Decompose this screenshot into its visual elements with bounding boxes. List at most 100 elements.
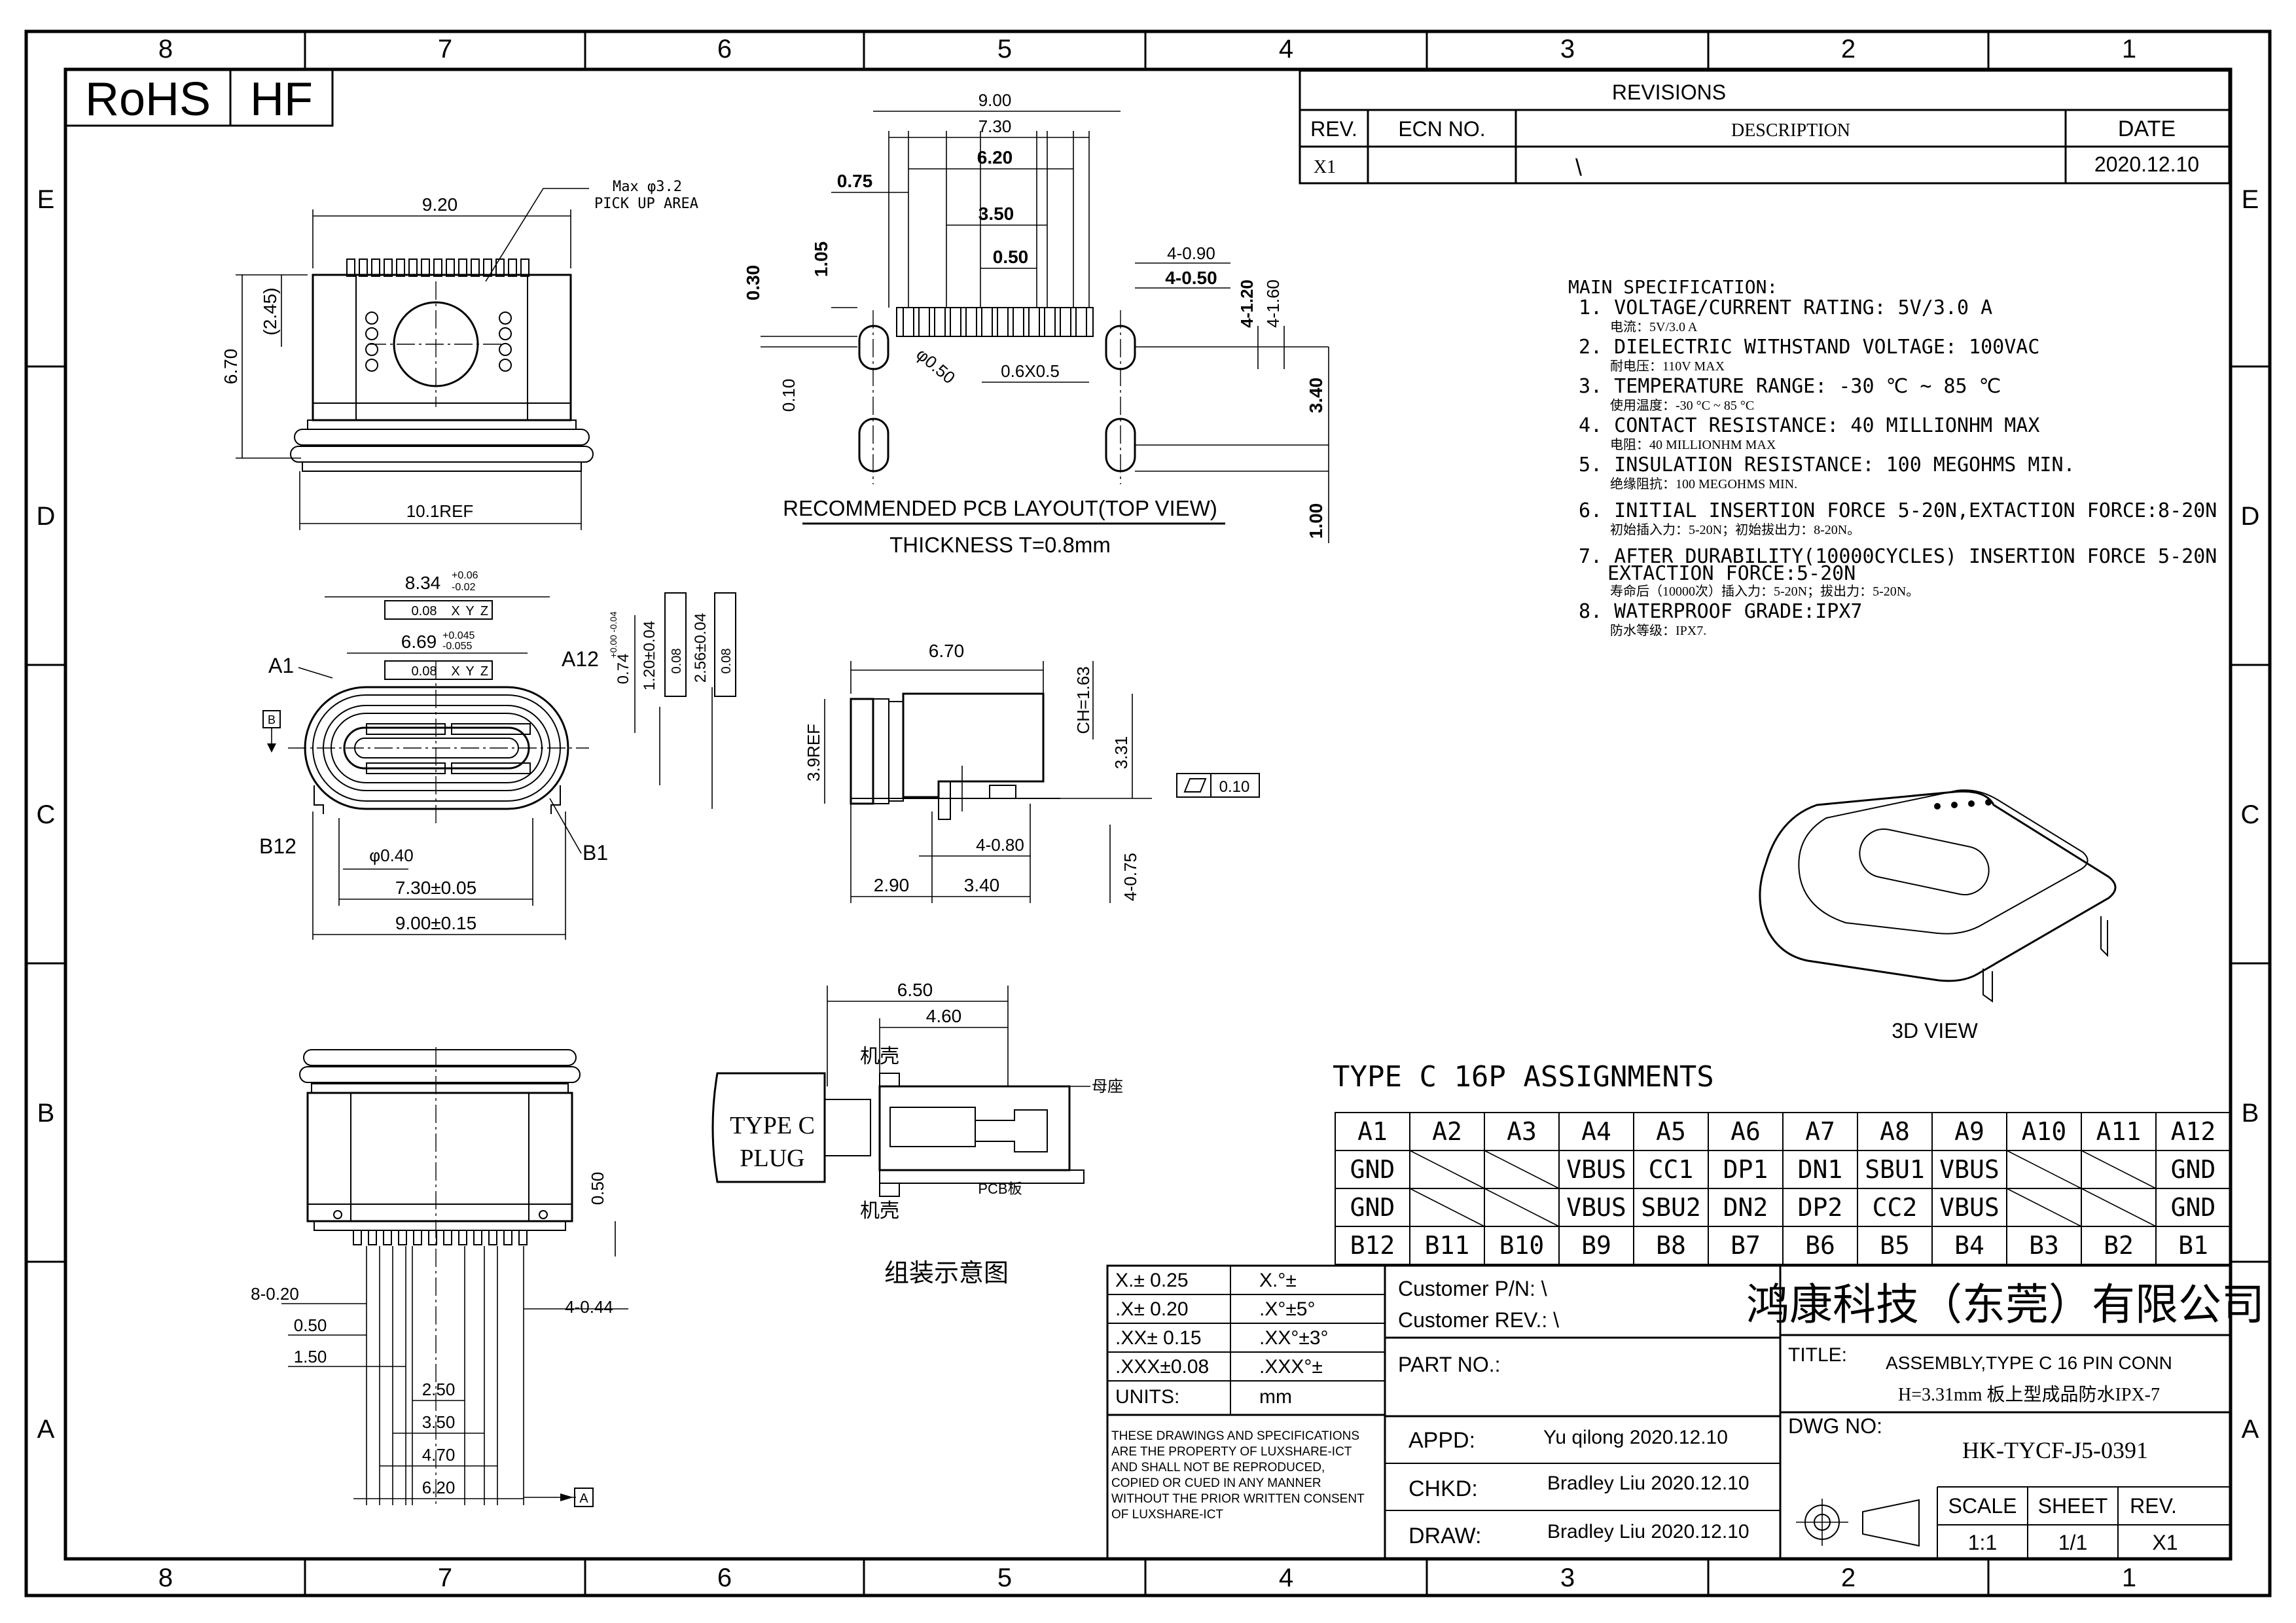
title-line-2: H=3.31mm 板上型成品防水IPX-7	[1898, 1384, 2160, 1405]
pin-cell: DN2	[1723, 1193, 1768, 1222]
revisions-header-description: DESCRIPTION	[1731, 120, 1850, 141]
title-block: X.± 0.25 X.°± .X± 0.20 .X°±5° .XX± 0.15 …	[1106, 1264, 2265, 1560]
spec-item-5: 5. INSULATION RESISTANCE: 100 MEGOHMS MI…	[1579, 454, 2075, 476]
notice-line: OF LUXSHARE-ICT	[1111, 1508, 1223, 1522]
row-zone-left-C: C	[37, 800, 56, 829]
pin-cell: DP1	[1723, 1155, 1768, 1184]
pin-a1-label: A1	[268, 654, 294, 677]
pin-cell: A9	[1954, 1117, 1984, 1146]
part-no: PART NO.:	[1398, 1353, 1500, 1376]
bottom-dim-250: 2.50	[422, 1380, 456, 1399]
pin-cell: VBUS	[1939, 1193, 2000, 1222]
tol-units-value: mm	[1259, 1386, 1292, 1408]
revisions-header-date: DATE	[2118, 116, 2176, 141]
spec-item-3-cn: 使用温度：-30 °C ~ 85 °C	[1610, 398, 1754, 413]
revisions-cell-rev: X1	[1314, 157, 1336, 177]
column-zone-bottom-3: 3	[1560, 1563, 1575, 1592]
spec-item-7: 7. AFTER DURABILITY(10000CYCLES) INSERTI…	[1579, 545, 2217, 568]
pin-cell: GND	[2171, 1155, 2216, 1184]
pin-cell: A8	[1880, 1117, 1910, 1146]
side-dim-290: 2.90	[874, 875, 910, 895]
pickup-area-label2: PICK UP AREA	[594, 196, 698, 212]
pin-cell: A3	[1507, 1117, 1537, 1146]
pin-b1-label: B1	[583, 841, 608, 865]
notice-line: AND SHALL NOT BE REPRODUCED,	[1111, 1461, 1325, 1474]
socket-dim-900: 9.00±0.15	[395, 913, 476, 933]
column-zone-top-6: 6	[717, 35, 732, 63]
spec-item-5-cn: 绝缘阻抗：100 MEGOHMS MIN.	[1610, 476, 1797, 491]
side-view: 6.70 3.9REF CH=1.63 3.31 0.10 4-0.80 2.9…	[804, 641, 1260, 903]
socket-tol-1-y: Y	[465, 604, 474, 618]
spec-item-6-cn: 初始插入力：5-20N；初始拔出力：8-20N。	[1610, 522, 1860, 537]
spec-item-8-cn: 防水等级：IPX7.	[1610, 623, 1706, 638]
pin-cell: A7	[1805, 1117, 1835, 1146]
pin-a12-label: A12	[562, 647, 599, 671]
customer-rev: Customer REV.: \	[1398, 1308, 1559, 1332]
socket-label: 母座	[1092, 1078, 1123, 1096]
column-zone-bottom-2: 2	[1841, 1563, 1856, 1592]
customer-pn: Customer P/N: \	[1398, 1277, 1547, 1300]
hf-mark: HF	[250, 73, 313, 126]
pcb-dim-050: 0.50	[993, 247, 1029, 267]
bottom-dim-8-020: 8-0.20	[251, 1284, 299, 1304]
revisions-table: REVISIONS REV. ECN NO. DESCRIPTION DATE …	[1299, 69, 2231, 185]
column-zone-bottom-5: 5	[997, 1563, 1012, 1592]
pcb-layout-view: 9.00 7.30 6.20 0.75 3.50 0.50 4-0.90 4-0…	[743, 90, 1329, 557]
socket-dim-730: 7.30±0.05	[395, 878, 476, 898]
pcb-dim-350: 3.50	[978, 204, 1014, 224]
pin-cell: DN1	[1798, 1155, 1843, 1184]
spec-item-4-cn: 电阻：40 MILLIONHM MAX	[1610, 437, 1776, 452]
tol-0-ang: X.°±	[1259, 1270, 1297, 1291]
pcb-dim-4-090: 4-0.90	[1167, 243, 1215, 263]
assembly-dim-650: 6.50	[897, 980, 933, 1000]
socket-dim-834: 8.34	[405, 573, 441, 593]
socket-tol-2-z: Z	[480, 664, 488, 679]
tol-2-ang: .XX°±3°	[1259, 1327, 1329, 1349]
notice-line: ARE THE PROPERTY OF LUXSHARE-ICT	[1111, 1445, 1352, 1459]
pin-table-title: TYPE C 16P ASSIGNMENTS	[1333, 1060, 1714, 1094]
spec-item-2: 2. DIELECTRIC WITHSTAND VOLTAGE: 100VAC	[1579, 336, 2039, 359]
pin-cell: B9	[1581, 1231, 1611, 1260]
spec-item-3: 3. TEMPERATURE RANGE: -30 ℃ ~ 85 ℃	[1579, 375, 2001, 398]
rohs-mark: RoHS	[85, 73, 211, 126]
column-zone-bottom-7: 7	[438, 1563, 452, 1592]
pin-cell: GND	[1350, 1193, 1395, 1222]
column-zone-top-1: 1	[2122, 35, 2136, 63]
side-dim-4-080: 4-0.80	[976, 835, 1024, 855]
socket-tol-2: 0.08	[412, 664, 437, 679]
scale-value: 1:1	[1968, 1531, 1997, 1554]
row-zone-left-A: A	[37, 1415, 55, 1444]
title-label: TITLE:	[1788, 1344, 1847, 1366]
pin-cell: GND	[1350, 1155, 1395, 1184]
tol-1-lin: .X± 0.20	[1115, 1298, 1189, 1320]
front-view: 9.20 6.70 (2.45) 10.1REF Max φ3.2 PICK U…	[221, 179, 698, 530]
notice-line: COPIED OR CUED IN ANY MANNER	[1111, 1476, 1321, 1490]
pin-cell: B7	[1731, 1231, 1761, 1260]
socket-tol-2-y: Y	[465, 664, 474, 679]
pcb-dim-075: 0.75	[837, 171, 873, 191]
rev-value: X1	[2152, 1531, 2178, 1554]
pin-cell: A2	[1432, 1117, 1462, 1146]
pin-cell: B8	[1656, 1231, 1686, 1260]
tol-0-lin: X.± 0.25	[1115, 1270, 1189, 1291]
front-height-dim: 6.70	[221, 349, 241, 385]
front-offset-dim: (2.45)	[260, 287, 280, 335]
pcb-dim-730: 7.30	[978, 116, 1012, 136]
appd-value: Yu qilong 2020.12.10	[1543, 1427, 1728, 1448]
column-zone-top-8: 8	[158, 35, 173, 63]
notice-line: WITHOUT THE PRIOR WRITTEN CONSENT	[1111, 1492, 1365, 1506]
pin-cell: B12	[1350, 1231, 1395, 1260]
sheet-value: 1/1	[2058, 1531, 2087, 1554]
dwg-label: DWG NO:	[1788, 1414, 1882, 1438]
spec-item-6: 6. INITIAL INSERTION FORCE 5-20N,EXTACTI…	[1579, 499, 2217, 522]
tol-2-lin: .XX± 0.15	[1115, 1327, 1202, 1349]
spec-item-7-cont: EXTACTION FORCE:5-20N	[1607, 562, 1856, 585]
row-zone-right-C: C	[2241, 800, 2260, 829]
spec-heading: MAIN SPECIFICATION:	[1568, 276, 1778, 298]
title-line-1: ASSEMBLY,TYPE C 16 PIN CONN	[1886, 1353, 2172, 1373]
side-dim-340: 3.40	[964, 875, 1000, 895]
column-zone-top-5: 5	[997, 35, 1012, 63]
tol-3-ang: .XXX°±	[1259, 1356, 1323, 1378]
